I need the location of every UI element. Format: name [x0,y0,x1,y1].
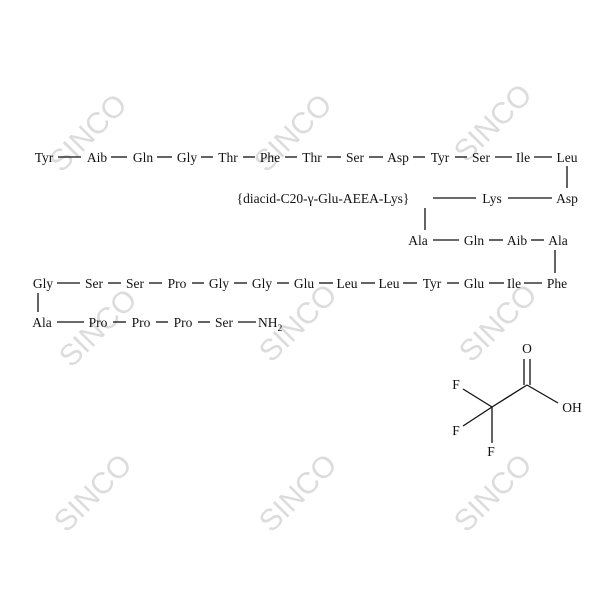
residue-ala: Ala [32,315,52,330]
peptide-row-1: Tyr Aib Gln Gly Thr Phe Thr Ser Asp Tyr … [35,150,578,165]
atom-f: F [452,377,460,392]
residue-ser: Ser [215,315,234,330]
side-chain-label: {diacid-C20-γ-Glu-AEEA-Lys} [237,191,410,206]
residue-gly: Gly [252,276,273,291]
residue-phe: Phe [260,150,280,165]
residue-leu: Leu [379,276,400,291]
peptide-row-4: Gly Ser Ser Pro Gly Gly Glu Leu Leu Tyr … [33,276,567,291]
residue-ile: Ile [507,276,521,291]
residue-gln: Gln [133,150,154,165]
residue-ala: Ala [408,233,428,248]
residue-pro: Pro [168,276,187,291]
watermark: SINCO [253,448,344,539]
watermark: SINCO [448,448,539,539]
residue-thr: Thr [302,150,322,165]
residue-pro: Pro [174,315,193,330]
peptide-row-3: Ala Gln Aib Ala [408,233,568,248]
subscript: 2 [278,324,283,334]
single-bond [462,388,493,408]
residue-thr: Thr [218,150,238,165]
single-bond [491,384,528,408]
residue-tyr: Tyr [423,276,442,291]
atom-oh: OH [562,400,582,415]
watermark: SINCO [48,448,139,539]
c-terminal-amide: NH2 [258,315,283,334]
residue-asp: Asp [556,191,578,206]
residue-ser: Ser [346,150,365,165]
residue-aib: Aib [87,150,108,165]
peptide-row-5: Ala Pro Pro Pro Ser NH2 [32,315,282,334]
residue-lys: Lys [482,191,502,206]
residue-glu: Glu [294,276,315,291]
residue-phe: Phe [547,276,567,291]
tfa-structure: O OH F F F [452,341,582,459]
atom-o-carbonyl: O [522,341,532,356]
residue-pro: Pro [132,315,151,330]
residue-ser: Ser [85,276,104,291]
residue-ser: Ser [126,276,145,291]
single-bond [526,384,559,404]
residue-gly: Gly [33,276,54,291]
residue-gln: Gln [464,233,485,248]
peptide-row-2: {diacid-C20-γ-Glu-AEEA-Lys} Lys Asp [237,191,578,206]
atom-f: F [452,423,460,438]
residue-tyr: Tyr [35,150,54,165]
residue-aib: Aib [507,233,528,248]
residue-pro: Pro [89,315,108,330]
residue-leu: Leu [337,276,358,291]
residue-ala: Ala [548,233,568,248]
residue-leu: Leu [557,150,578,165]
single-bond [462,406,493,427]
atom-f: F [487,444,495,459]
residue-asp: Asp [387,150,409,165]
residue-glu: Glu [464,276,485,291]
watermark-layer: SINCO SINCO SINCO SINCO SINCO SINCO SINC… [43,78,544,539]
residue-tyr: Tyr [431,150,450,165]
residue-ser: Ser [472,150,491,165]
residue-ile: Ile [516,150,530,165]
residue-gly: Gly [177,150,198,165]
residue-gly: Gly [209,276,230,291]
